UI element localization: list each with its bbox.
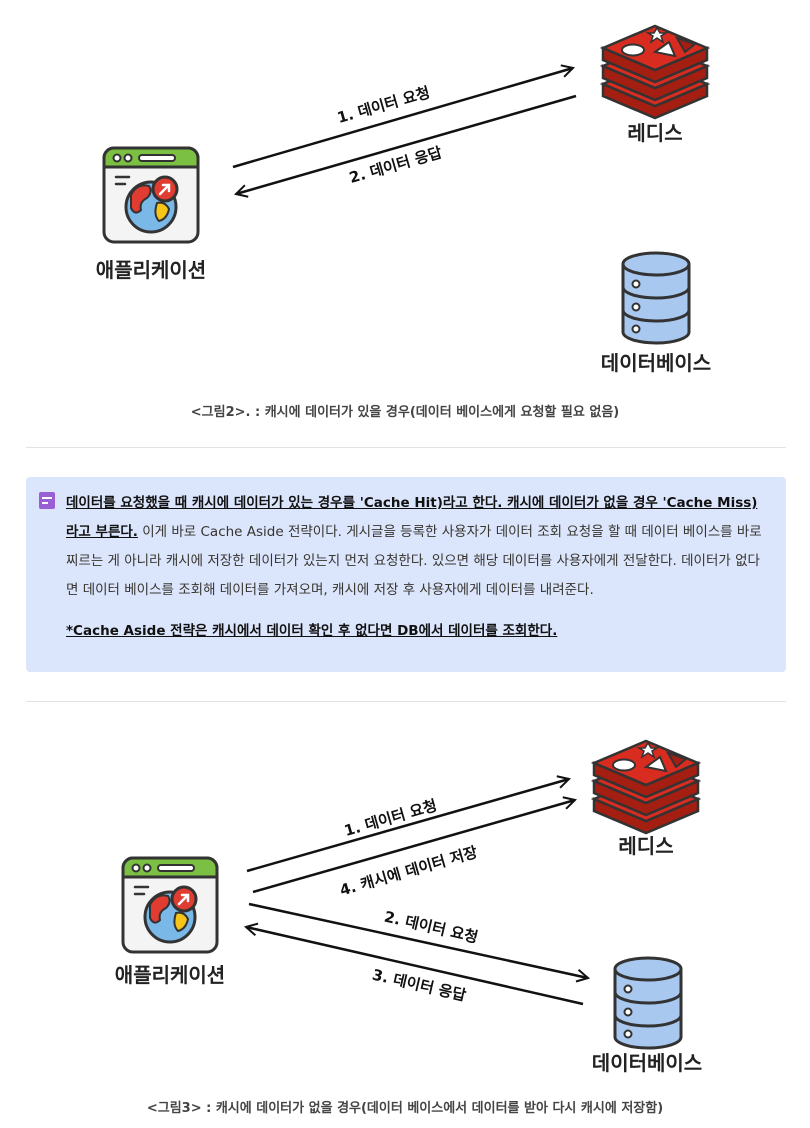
- application-label: 애플리케이션: [96, 258, 206, 282]
- request-arrow: [232, 68, 573, 169]
- redis-label: 레디스: [618, 834, 673, 858]
- figure-3-caption: <그림3> : 캐시에 데이터가 없을 경우(데이터 베이스에서 데이터를 받아…: [146, 1101, 664, 1116]
- request-edge-label: 1. 데이터 요청: [335, 83, 432, 127]
- redis-label: 레디스: [627, 121, 682, 145]
- redis-icon: [592, 739, 700, 835]
- request-db-arrow: [248, 902, 588, 978]
- database-label: 데이터베이스: [592, 1051, 702, 1075]
- database-icon: [621, 251, 691, 345]
- request-db-edge-label: 2. 데이터 요청: [383, 908, 480, 947]
- redis-icon: [601, 24, 709, 120]
- callout-block: 데이터를 요청했을 때 캐시에 데이터가 있는 경우를 'Cache Hit)라…: [26, 477, 786, 672]
- divider: [26, 701, 786, 702]
- response-db-arrow: [246, 927, 584, 1006]
- application-label: 애플리케이션: [115, 963, 225, 987]
- application-browser-icon: [121, 856, 219, 954]
- callout-paragraph: 데이터를 요청했을 때 캐시에 데이터가 있는 경우를 'Cache Hit)라…: [66, 489, 764, 605]
- request-cache-edge-label: 1. 데이터 요청: [342, 796, 439, 840]
- response-db-edge-label: 3. 데이터 응답: [371, 966, 468, 1005]
- store-cache-edge-label: 4. 캐시에 데이터 저장: [338, 843, 480, 900]
- application-browser-icon: [102, 146, 200, 244]
- divider: [26, 447, 786, 448]
- callout-bold-intro: 데이터를 요청했을 때 캐시에 데이터가 있는 경우를 'Cache Hit)라…: [66, 495, 758, 540]
- response-edge-label: 2. 데이터 응답: [347, 143, 444, 187]
- figure-3-diagram: 애플리케이션 레디스 데이터베이스 1. 데이터 요청 4. 캐시에 데이터 저…: [0, 720, 810, 1090]
- response-arrow: [236, 94, 577, 194]
- request-cache-arrow: [246, 779, 569, 873]
- database-label: 데이터베이스: [601, 351, 711, 375]
- store-cache-arrow: [252, 800, 575, 894]
- figure-2-caption: <그림2>. : 캐시에 데이터가 있을 경우(데이터 베이스에게 요청할 필요…: [190, 405, 620, 420]
- callout-body: 이게 바로 Cache Aside 전략이다. 게시글을 등록한 사용자가 데이…: [66, 524, 762, 598]
- database-icon: [613, 956, 683, 1050]
- memo-icon: [39, 492, 55, 509]
- callout-note: *Cache Aside 전략은 캐시에서 데이터 확인 후 없다면 DB에서 …: [66, 623, 558, 639]
- figure-2-diagram: 애플리케이션 레디스 데이터베이스 1. 데이터 요청 2. 데이터 응답: [0, 0, 810, 440]
